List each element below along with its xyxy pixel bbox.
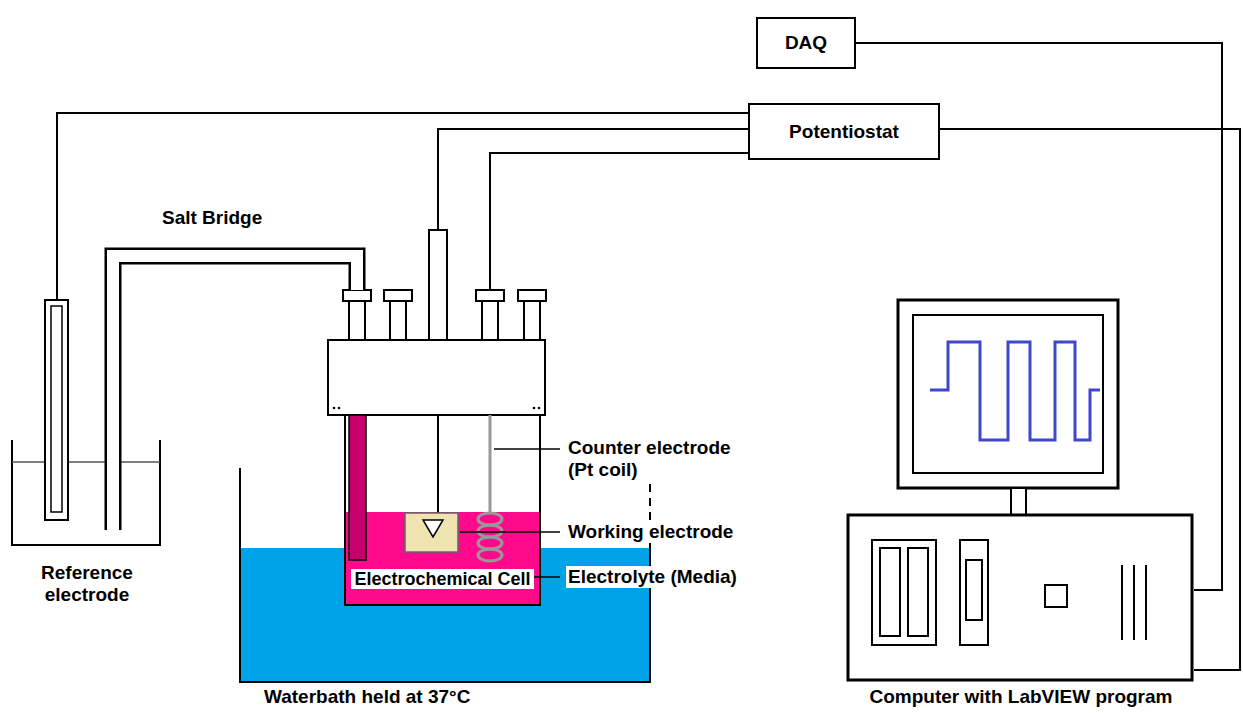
solution-level xyxy=(12,461,160,463)
node-label: Computer with LabVIEW program xyxy=(870,686,1173,707)
tube-wall xyxy=(113,256,357,530)
cell-cap xyxy=(328,340,545,415)
port-stem xyxy=(482,301,498,340)
caption-label: Waterbath held at 37°C xyxy=(262,686,472,708)
port-stem xyxy=(349,301,365,340)
cell-vessel xyxy=(345,414,540,605)
port-stem xyxy=(390,301,406,340)
pt-coil xyxy=(478,525,502,537)
monitor xyxy=(898,300,1118,488)
computer: Computer with LabVIEW program xyxy=(848,298,1194,710)
electrochemical-cell: Electrochemical Cell xyxy=(328,230,548,610)
label-holder: Computer with LabVIEW program xyxy=(848,686,1194,708)
port-cap xyxy=(518,290,546,301)
working-wire xyxy=(437,415,439,513)
working-electrode-tip xyxy=(423,520,443,537)
beaker xyxy=(12,440,160,545)
pt-coil xyxy=(478,549,502,561)
vent-line xyxy=(1145,565,1147,640)
screen xyxy=(913,315,1103,473)
node-label: Electrochemical Cell xyxy=(351,569,533,589)
label-holder: Reference electrode xyxy=(8,562,166,606)
computer-case xyxy=(848,515,1192,680)
working-port xyxy=(429,230,447,340)
node-label: DAQ xyxy=(785,32,827,54)
drive-slot xyxy=(908,548,928,636)
electrolyte xyxy=(346,512,539,604)
cap-dot xyxy=(533,407,536,410)
leader-line xyxy=(494,448,560,450)
port-stem xyxy=(524,301,540,340)
reference-electrode-body xyxy=(45,300,68,520)
port-cap xyxy=(384,290,412,301)
label-holder: Electrochemical Cell xyxy=(345,568,540,590)
node-label: Reference electrode xyxy=(41,562,133,605)
cap-dot xyxy=(338,407,341,410)
edge-label: Salt Bridge xyxy=(160,207,264,229)
wire-line xyxy=(940,129,1240,670)
callout-label: Counter electrode (Pt coil) xyxy=(566,437,755,481)
wire-line xyxy=(438,129,748,230)
salt-bridge xyxy=(113,256,357,530)
drive-slot xyxy=(880,548,900,636)
daq-box: DAQ xyxy=(756,17,856,69)
drive-bay xyxy=(872,540,936,645)
potentiostat-box: Potentiostat xyxy=(748,103,940,160)
pt-coil xyxy=(478,513,502,525)
salt-bridge-tip xyxy=(349,415,366,560)
cable xyxy=(57,113,748,300)
drive-bay xyxy=(960,540,988,645)
wire-line xyxy=(490,153,748,290)
counter-wire xyxy=(489,415,492,513)
cap-dot xyxy=(538,407,541,410)
power-button xyxy=(1045,585,1067,607)
vent-line xyxy=(1121,565,1123,640)
callout-label: Electrolyte (Media) xyxy=(566,566,739,588)
pt-coil xyxy=(478,537,502,549)
wire-line xyxy=(57,113,748,300)
reference-electrode-core xyxy=(51,306,62,512)
vent-line xyxy=(1133,565,1135,640)
node-label: Potentiostat xyxy=(789,121,899,143)
reference-electrode: Reference electrode xyxy=(8,300,166,615)
leader-line xyxy=(460,531,560,533)
port-cap xyxy=(476,290,504,301)
drive-slot xyxy=(966,560,982,620)
working-electrode xyxy=(405,513,458,552)
port-cap xyxy=(343,290,371,301)
monitor-stand xyxy=(1011,488,1026,515)
cap-dot xyxy=(333,407,336,410)
callout-label: Working electrode xyxy=(566,521,735,543)
square-wave xyxy=(930,342,1100,440)
wire xyxy=(490,153,748,290)
wire xyxy=(438,129,748,230)
tube-bore xyxy=(113,256,357,530)
cable xyxy=(940,129,1240,670)
